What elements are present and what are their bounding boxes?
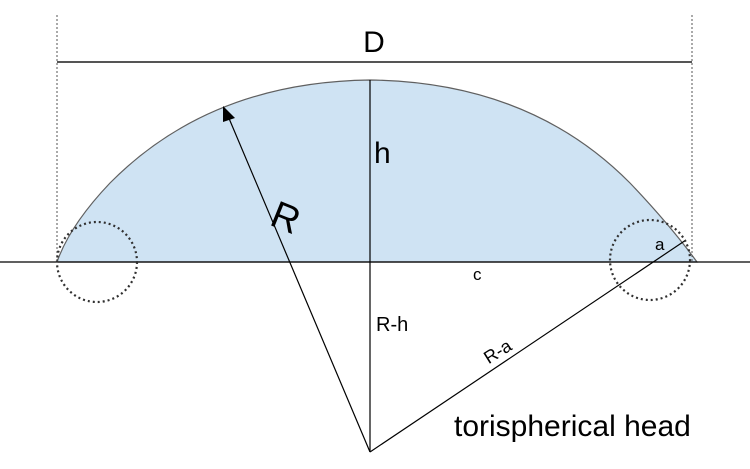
label-diameter: D xyxy=(363,26,385,59)
head-cap xyxy=(56,79,699,263)
label-radius-minus-height: R-h xyxy=(376,314,408,336)
label-chord-offset: c xyxy=(473,265,482,284)
right-knuckle-circle xyxy=(608,218,692,302)
radius-line xyxy=(227,115,371,453)
label-height: h xyxy=(374,137,391,170)
radius-arrowhead xyxy=(223,106,235,122)
label-radius-minus-a: R-a xyxy=(480,335,516,368)
caption: torispherical head xyxy=(454,410,691,443)
radius-minus-a-line xyxy=(369,239,687,453)
label-knuckle-radius: a xyxy=(655,235,665,254)
left-knuckle-circle xyxy=(55,220,139,304)
